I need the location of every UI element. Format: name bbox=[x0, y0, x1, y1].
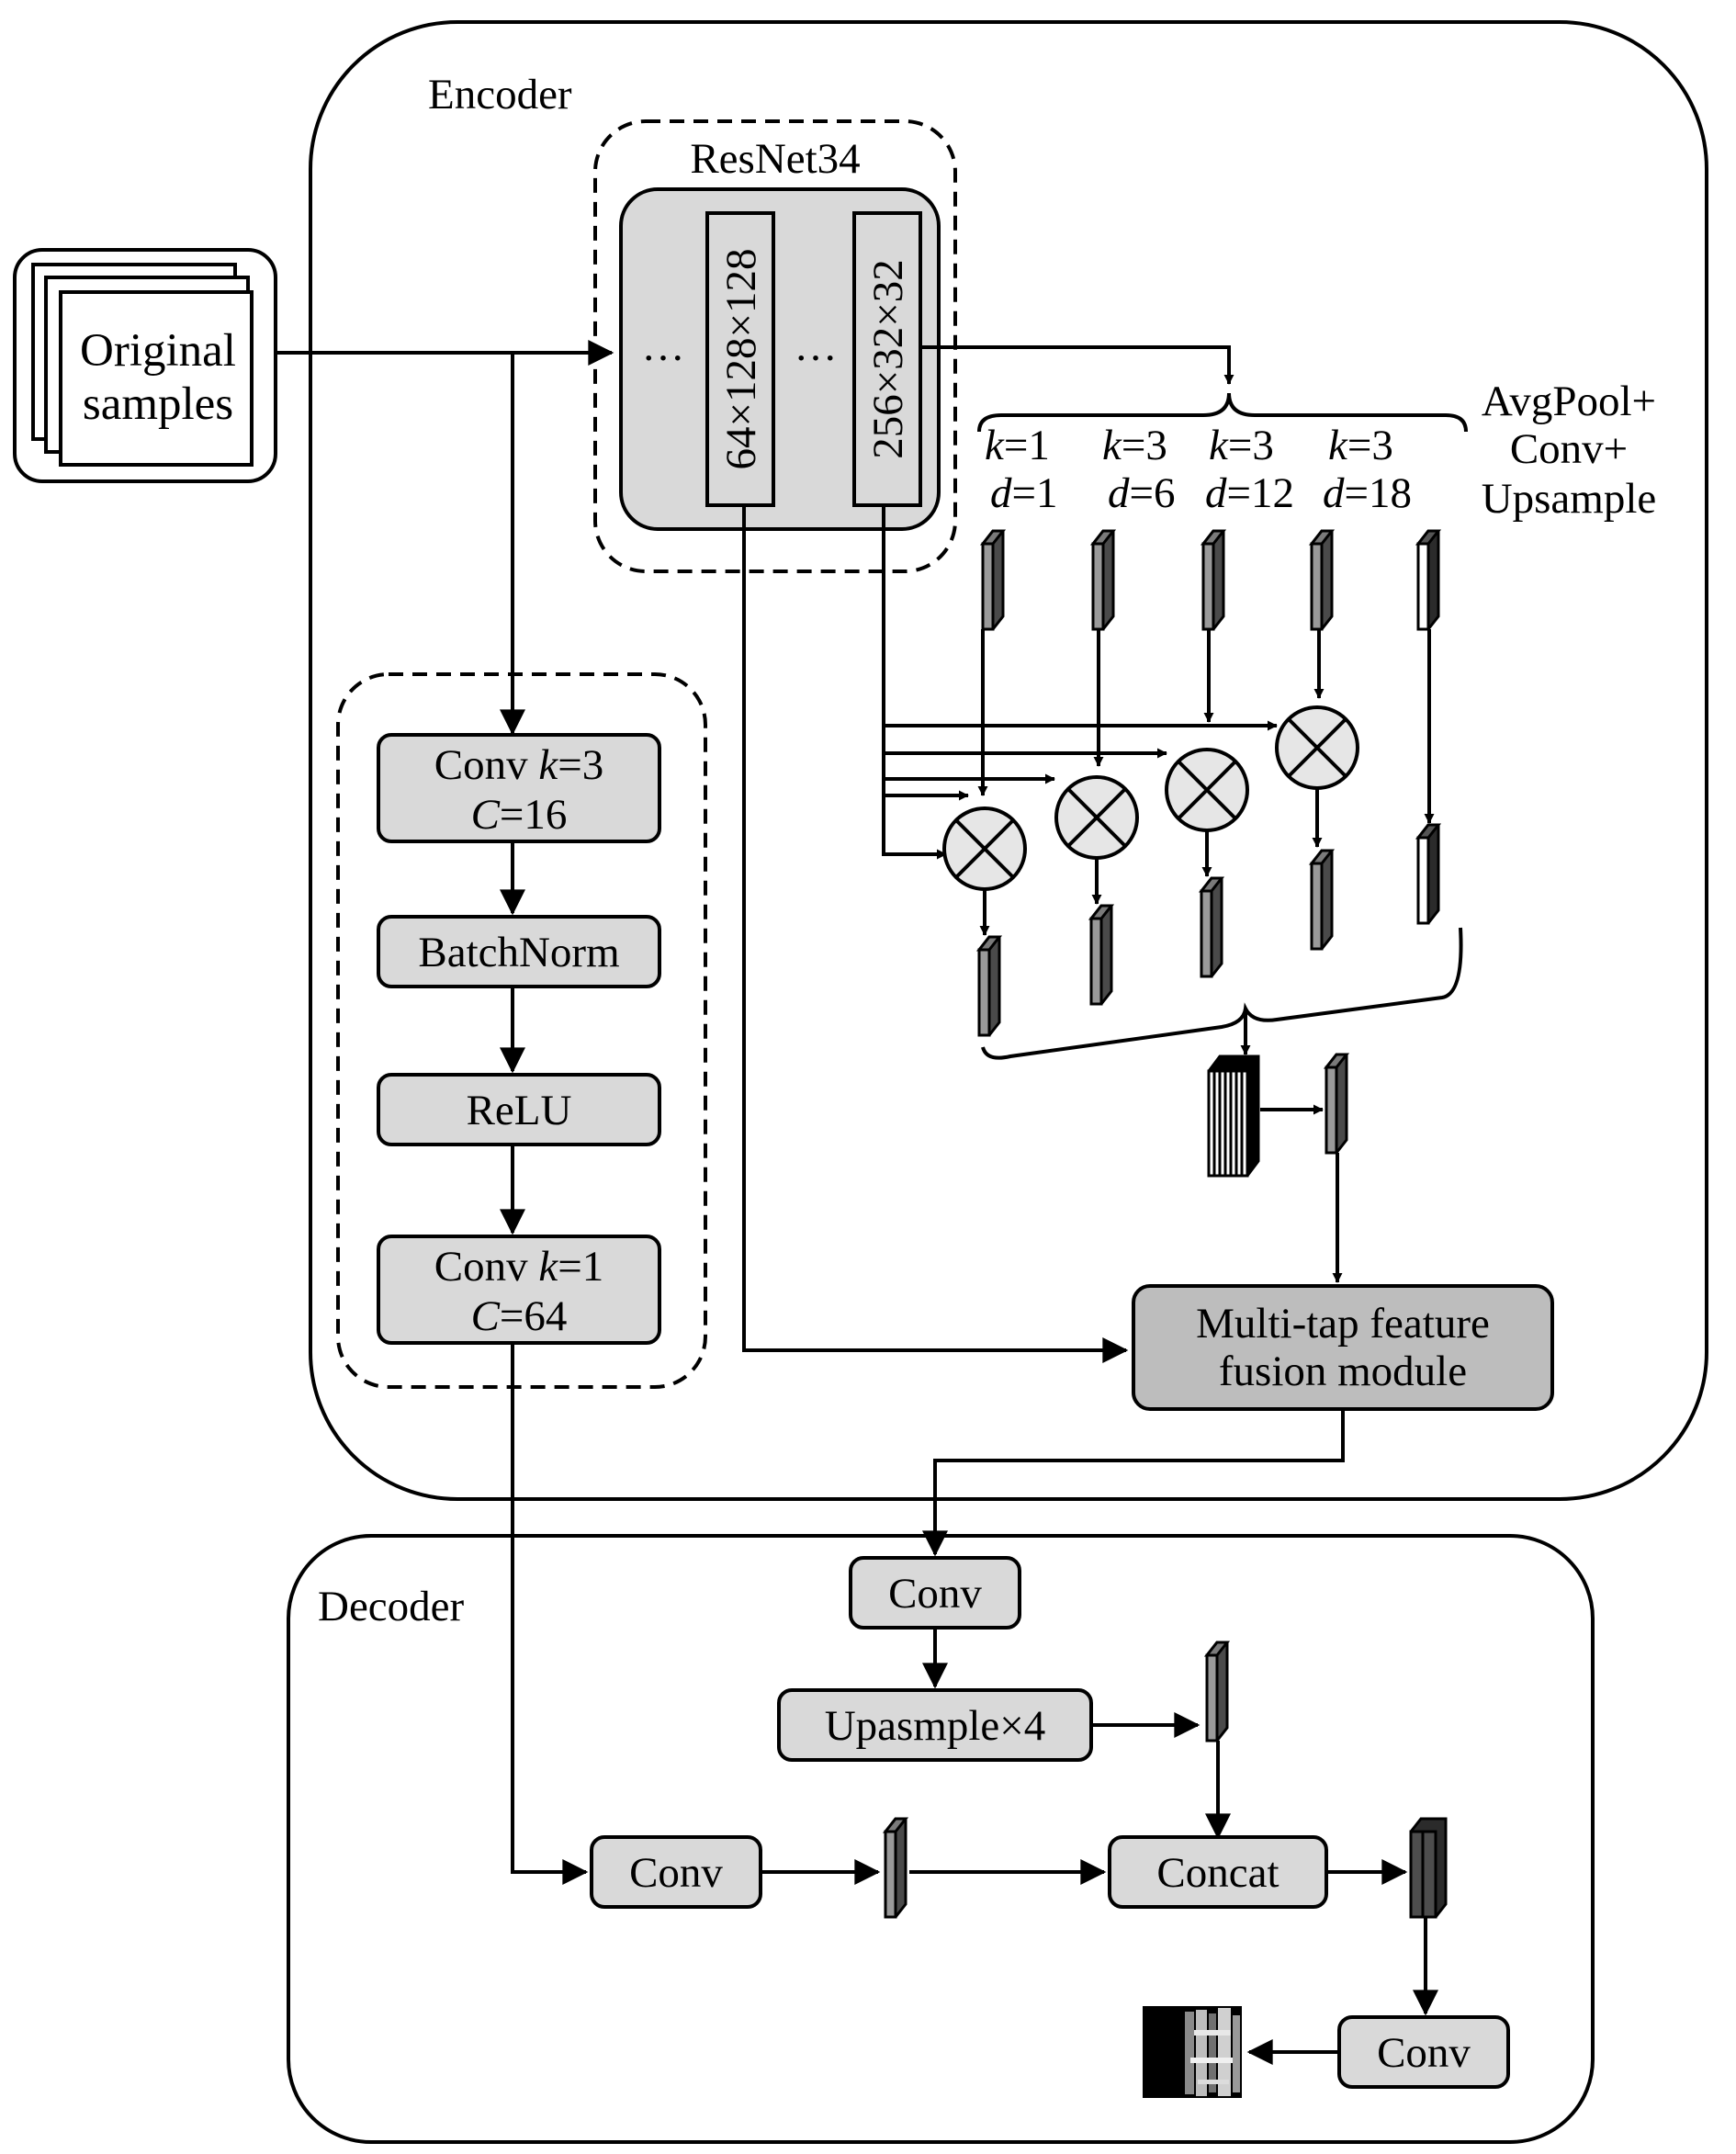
arrow-low-to-fusion bbox=[742, 505, 1129, 1363]
fusion-module-line1: Multi-tap feature bbox=[1196, 1300, 1490, 1348]
svg-text:AvgPool+: AvgPool+ bbox=[1482, 378, 1656, 425]
svg-text:k=3: k=3 bbox=[1209, 422, 1274, 469]
svg-text:k=3: k=3 bbox=[1102, 422, 1167, 469]
fused-map-4 bbox=[1310, 849, 1334, 951]
resnet34-dots-left: … bbox=[642, 322, 685, 370]
fused-map-3 bbox=[1200, 876, 1223, 978]
shallow-conv2-box bbox=[377, 1235, 661, 1345]
svg-text:k=3: k=3 bbox=[1328, 422, 1393, 469]
resnet34-dots-mid: … bbox=[795, 322, 838, 370]
output-segmentation-image bbox=[1143, 2006, 1242, 2098]
shallow-conv2-line1: Conv k=1 bbox=[434, 1243, 604, 1291]
decoder-conv-left-label: Conv bbox=[629, 1849, 723, 1897]
aspp-branch-label-4: k=3 d=18 bbox=[1323, 422, 1412, 517]
arrow-fusion-to-decoder bbox=[922, 1409, 1345, 1557]
encoder-title: Encoder bbox=[428, 71, 572, 118]
aspp-feature-map-2 bbox=[1091, 529, 1115, 631]
fused-map-2 bbox=[1089, 904, 1113, 1006]
concat-label: Concat bbox=[1156, 1849, 1279, 1897]
svg-text:d=6: d=6 bbox=[1108, 469, 1176, 517]
shallow-feature-map bbox=[884, 1817, 907, 1919]
pool-branch-label: AvgPool+ Conv+ Upsample bbox=[1482, 378, 1657, 523]
aspp-feature-map-1 bbox=[981, 529, 1005, 631]
shallow-dashed-group bbox=[336, 672, 707, 1389]
fused-map-1 bbox=[977, 935, 1001, 1037]
aspp-branch-label-3: k=3 d=12 bbox=[1205, 422, 1294, 517]
decoder-title: Decoder bbox=[318, 1583, 465, 1630]
aspp-feature-map-3 bbox=[1201, 529, 1225, 631]
batchnorm-box bbox=[377, 915, 661, 988]
shallow-conv1-line2: C=16 bbox=[471, 791, 568, 839]
upsample-label: Upasmple×4 bbox=[825, 1702, 1046, 1750]
upsampled-feature-map bbox=[1205, 1641, 1229, 1742]
arrow-shallow-to-decoder-conv bbox=[511, 1343, 589, 1885]
svg-text:k=1: k=1 bbox=[985, 422, 1050, 469]
svg-text:d=1: d=1 bbox=[990, 469, 1058, 517]
fused-output-map bbox=[1325, 1053, 1348, 1155]
shallow-conv2-line2: C=64 bbox=[471, 1292, 568, 1340]
encoder-frame bbox=[309, 20, 1708, 1501]
multiply-node-2 bbox=[1054, 775, 1139, 860]
resnet34-title: ResNet34 bbox=[690, 135, 860, 183]
multiply-node-1 bbox=[942, 806, 1027, 891]
input-label-line1: Original bbox=[80, 325, 236, 377]
pool-feature-map bbox=[1416, 529, 1440, 631]
feature-high-box bbox=[852, 211, 922, 507]
concat-feature-stack bbox=[1207, 1054, 1260, 1178]
multiply-node-4 bbox=[1275, 705, 1359, 790]
aspp-branch-label-1: k=1 d=1 bbox=[985, 422, 1058, 517]
shallow-conv1-box bbox=[377, 733, 661, 843]
shallow-conv1-line1: Conv k=3 bbox=[434, 741, 604, 789]
multiply-node-3 bbox=[1165, 748, 1249, 832]
fusion-module-line2: fusion module bbox=[1219, 1348, 1467, 1395]
fused-map-pool bbox=[1416, 823, 1440, 925]
feature-low-label: 64×128×128 bbox=[717, 248, 765, 469]
aspp-feature-map-4 bbox=[1310, 529, 1334, 631]
decoder-conv-out-label: Conv bbox=[1377, 2029, 1471, 2077]
aspp-brace bbox=[977, 392, 1468, 433]
svg-text:d=12: d=12 bbox=[1205, 469, 1294, 517]
line-low-down bbox=[882, 505, 947, 860]
relu-label: ReLU bbox=[467, 1087, 572, 1134]
concat-output-map bbox=[1409, 1817, 1448, 1919]
svg-text:Conv+: Conv+ bbox=[1510, 425, 1628, 473]
svg-text:Upsample: Upsample bbox=[1482, 475, 1657, 523]
decoder-conv-top-label: Conv bbox=[888, 1570, 982, 1618]
input-sheet-1 bbox=[59, 290, 254, 467]
svg-text:d=18: d=18 bbox=[1323, 469, 1412, 517]
input-label-line2: samples bbox=[83, 378, 233, 430]
relu-box bbox=[377, 1073, 661, 1146]
aspp-branch-label-2: k=3 d=6 bbox=[1102, 422, 1176, 517]
arrow-high-to-aspp bbox=[920, 345, 1234, 385]
batchnorm-label: BatchNorm bbox=[418, 929, 619, 976]
feature-low-box bbox=[705, 211, 775, 507]
feature-high-label: 256×32×32 bbox=[864, 259, 912, 459]
